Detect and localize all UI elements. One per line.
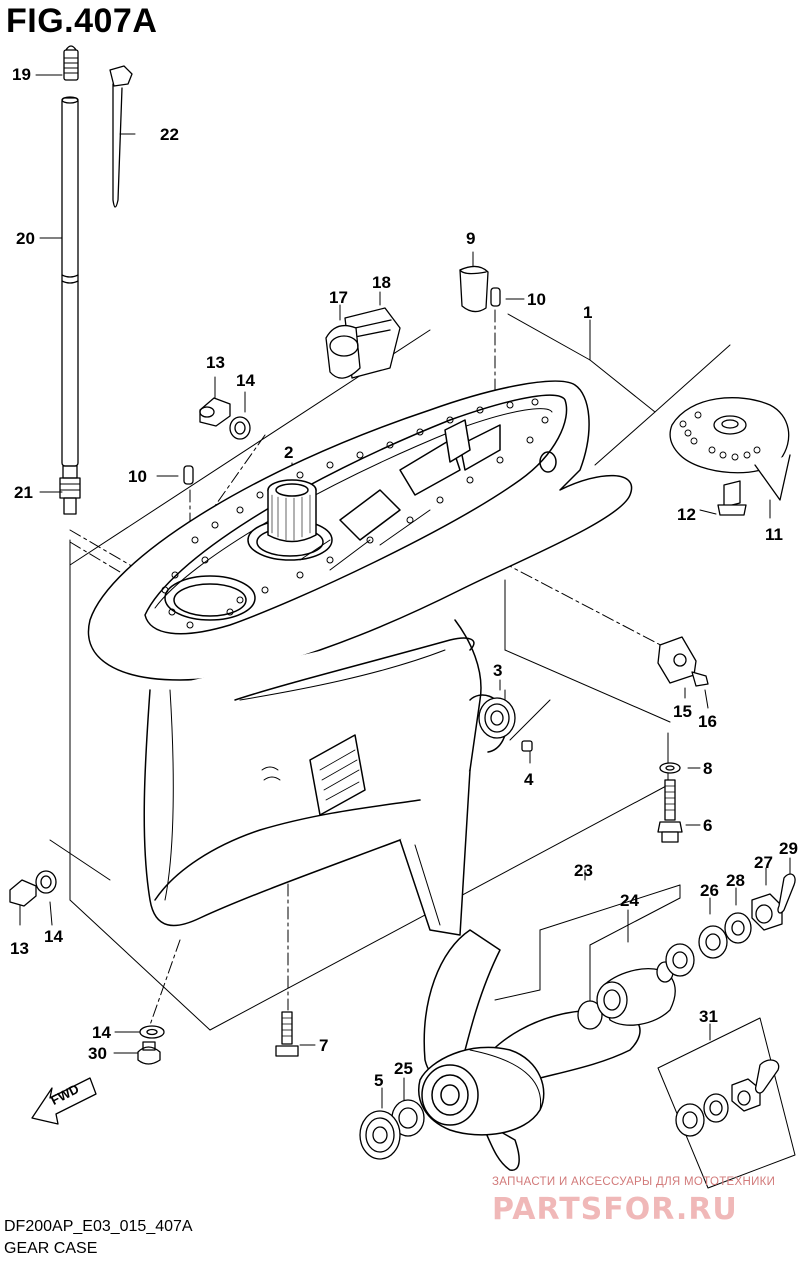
part-9-cap xyxy=(459,265,489,313)
part-11-trim-tab xyxy=(669,397,791,516)
part-15-16-pad xyxy=(657,636,709,687)
callout-16: 16 xyxy=(698,712,717,731)
callout-3: 3 xyxy=(493,661,503,680)
callout-7: 7 xyxy=(319,1036,329,1055)
part-23-propeller xyxy=(418,929,641,1171)
callout-20: 20 xyxy=(16,229,35,248)
part-22-cable-tie xyxy=(109,65,133,208)
part-10-pin xyxy=(183,287,501,485)
part-13-14-plug xyxy=(9,397,251,1065)
callout-14-top: 14 xyxy=(236,371,255,390)
callout-12: 12 xyxy=(677,505,696,524)
part-8-washer xyxy=(659,762,681,774)
callout-27: 27 xyxy=(754,853,773,872)
callout-19: 19 xyxy=(12,65,31,84)
callout-24: 24 xyxy=(620,891,639,910)
part-2-bearing xyxy=(267,479,317,543)
callout-30: 30 xyxy=(88,1044,107,1063)
callout-13-top: 13 xyxy=(206,353,225,372)
callout-10-left: 10 xyxy=(128,467,147,486)
callout-1: 1 xyxy=(583,303,593,322)
part-3-seal xyxy=(478,697,533,752)
callout-13-bottom: 13 xyxy=(10,939,29,958)
callout-11: 11 xyxy=(765,525,783,544)
part-29-cotter-pin xyxy=(777,873,796,914)
callout-14-left: 14 xyxy=(44,927,63,946)
part-31-kit xyxy=(675,1059,780,1137)
callout-2: 2 xyxy=(284,443,294,462)
callout-28: 28 xyxy=(726,871,745,890)
part-27-nut xyxy=(751,893,783,931)
callout-15: 15 xyxy=(673,702,692,721)
callout-4: 4 xyxy=(524,770,534,789)
part-1-gear-case xyxy=(87,380,633,936)
part-6-bolt xyxy=(657,779,683,843)
callout-8: 8 xyxy=(703,759,713,778)
callout-22: 22 xyxy=(160,125,179,144)
figure-code: DF200AP_E03_015_407A xyxy=(4,1218,193,1235)
callout-23: 23 xyxy=(574,861,593,880)
fwd-arrow-icon xyxy=(31,1077,97,1125)
callout-18: 18 xyxy=(372,273,391,292)
callout-17: 17 xyxy=(329,288,348,307)
part-19-fitting xyxy=(63,45,79,81)
callout-29: 29 xyxy=(779,839,798,858)
callout-14-bottom: 14 xyxy=(92,1023,111,1042)
watermark-brand: PARTSFOR.RU xyxy=(492,1192,738,1227)
callout-26: 26 xyxy=(700,881,719,900)
part-21-fitting xyxy=(59,465,81,515)
part-7-bolt xyxy=(275,1011,299,1057)
part-17-18-grommet xyxy=(325,307,401,379)
callout-10-top: 10 xyxy=(527,290,546,309)
part-26-tab-washer xyxy=(698,925,728,959)
watermark-tagline: ЗАПЧАСТИ И АКСЕССУАРЫ ДЛЯ МОТОТЕХНИКИ xyxy=(492,1176,776,1188)
part-20-shift-rod xyxy=(61,96,79,467)
part-24-bushing xyxy=(577,943,695,1030)
callout-5: 5 xyxy=(374,1071,384,1090)
figure-title: FIG.407A xyxy=(6,2,158,40)
part-28-washer xyxy=(724,912,752,944)
callout-6: 6 xyxy=(703,816,713,835)
callout-21: 21 xyxy=(14,483,33,502)
callout-31: 31 xyxy=(699,1007,718,1026)
callout-9: 9 xyxy=(466,229,476,248)
part-5-thrust-washer xyxy=(359,1110,401,1160)
callout-25: 25 xyxy=(394,1059,413,1078)
figure-caption: GEAR CASE xyxy=(4,1240,98,1257)
